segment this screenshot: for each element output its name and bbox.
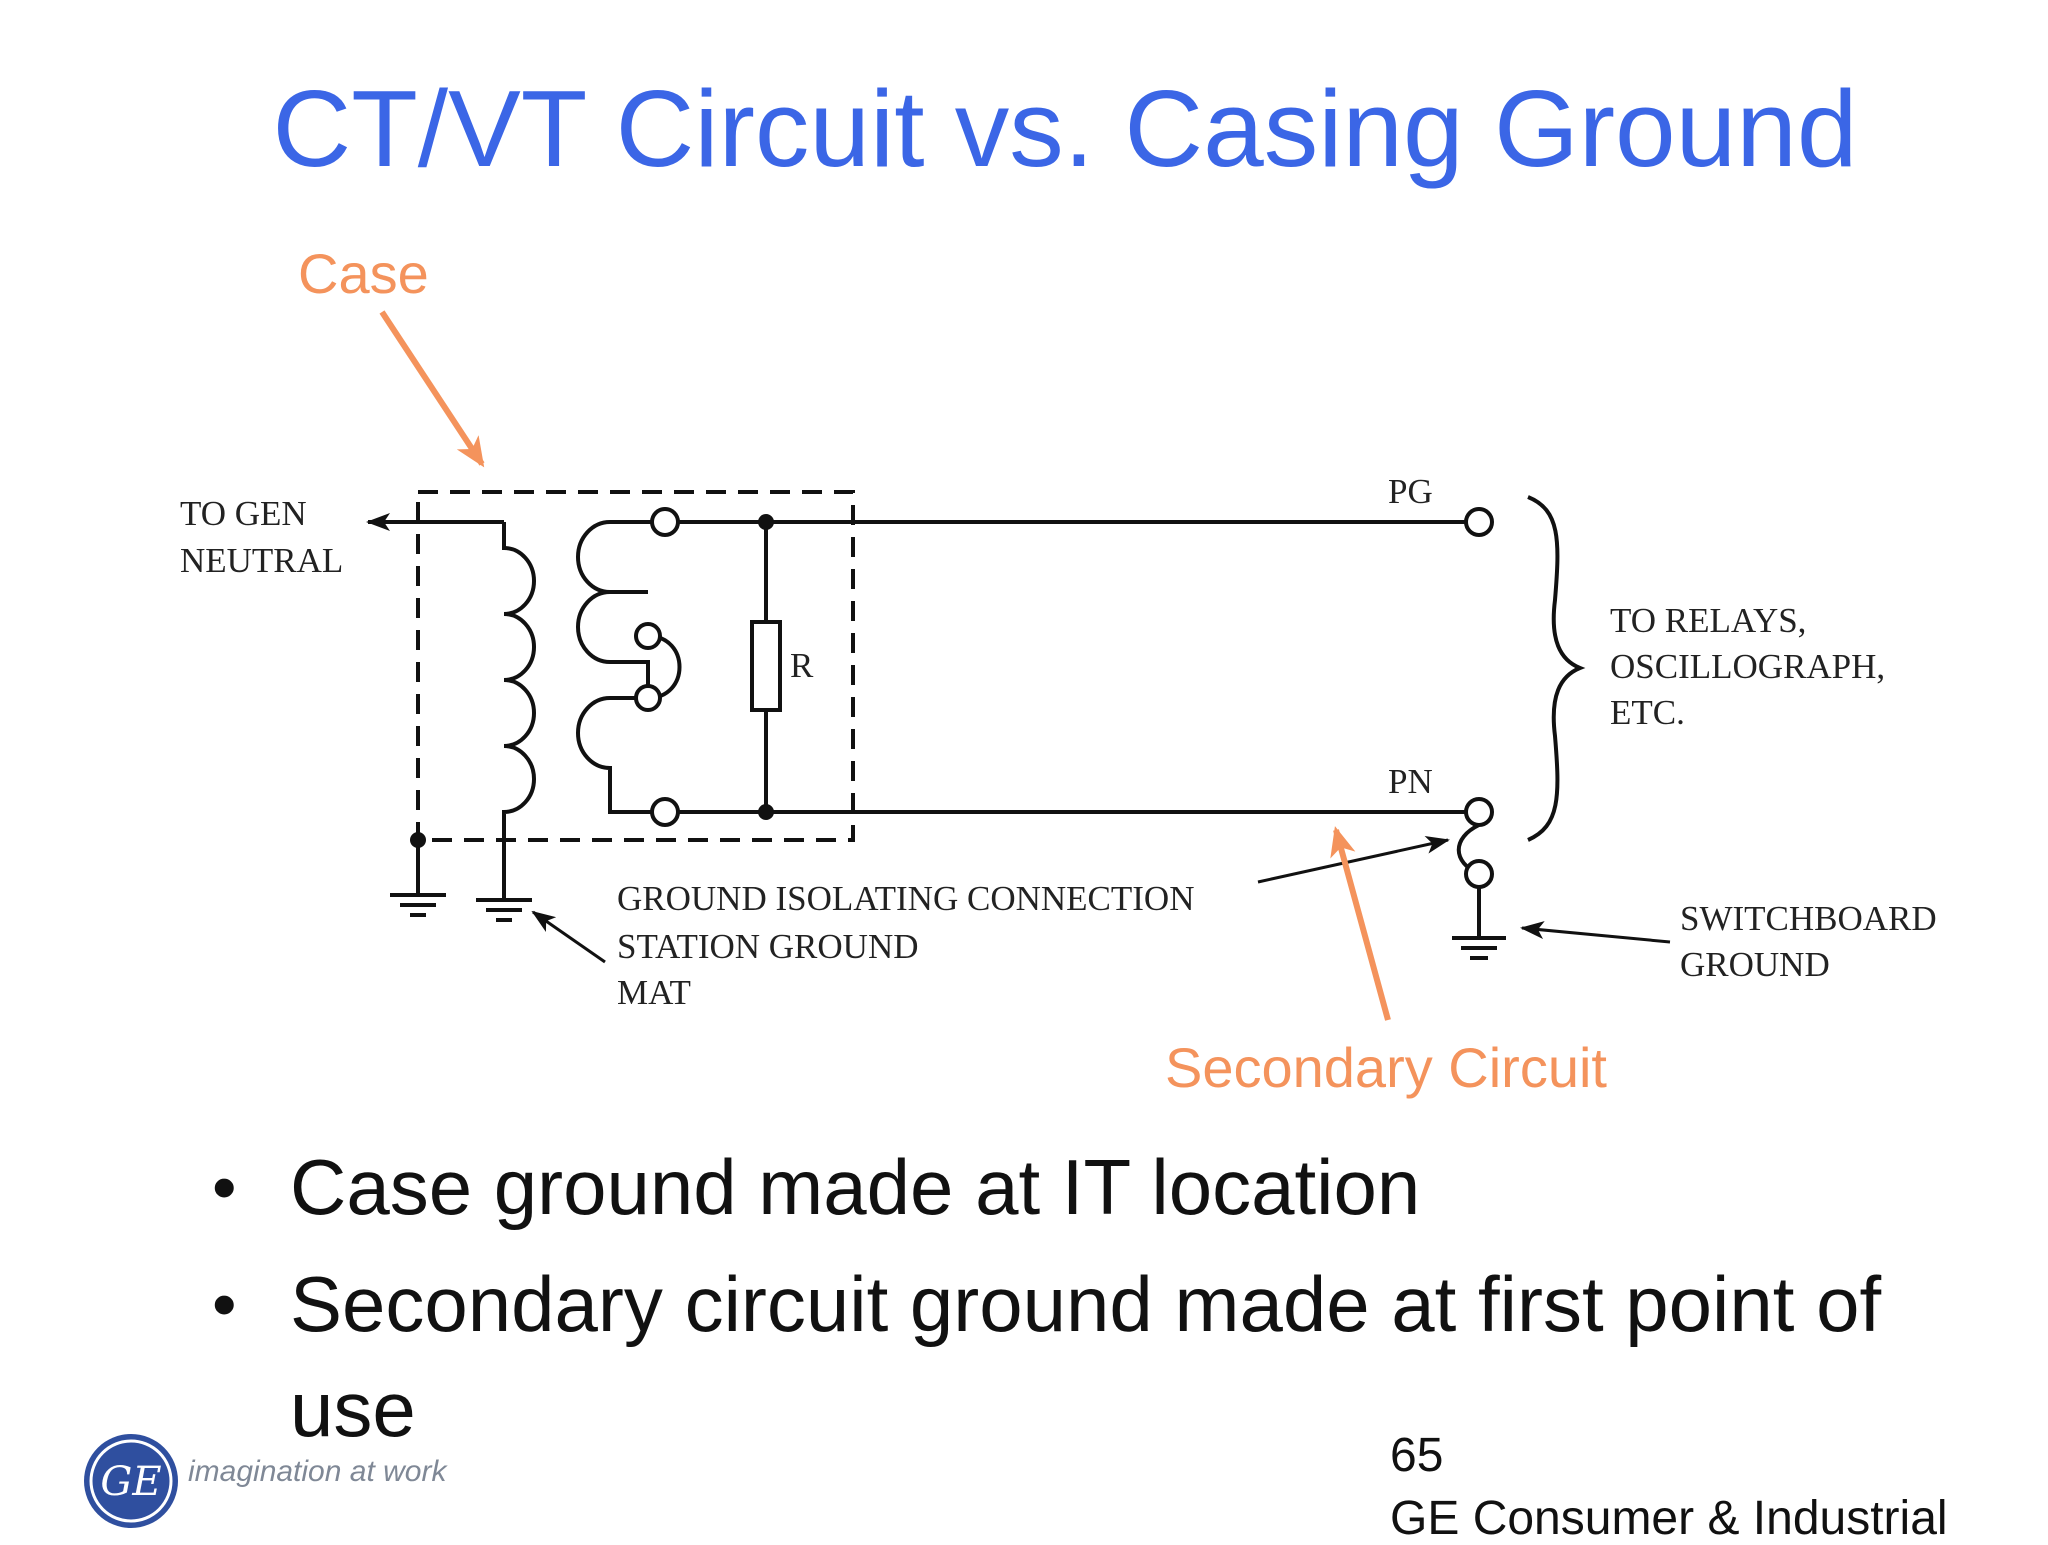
pg-label: PG: [1388, 472, 1433, 511]
ge-logo-mark: GE: [100, 1459, 161, 1505]
switchboard-ground-label-line1: SWITCHBOARD: [1680, 899, 1937, 938]
station-ground-label-line1: STATION GROUND: [617, 927, 919, 966]
station-ground-symbol: [476, 898, 532, 922]
bullet-dot-icon: •: [212, 1265, 237, 1343]
station-ground-pointer: [531, 910, 606, 964]
to-relays-label-line1: TO RELAYS,: [1610, 601, 1806, 640]
bullet-item: •Case ground made at IT location: [210, 1135, 1990, 1240]
switchboard-ground-label-line2: GROUND: [1680, 945, 1830, 984]
switchboard-ground-symbol: [1452, 936, 1506, 960]
case-ground-junction: [410, 832, 426, 848]
bullet-item: •Secondary circuit ground made at first …: [210, 1252, 1990, 1462]
primary-coil: [502, 522, 536, 900]
tap-terminal-upper: [634, 622, 662, 650]
case-ground-symbol: [390, 893, 446, 917]
case-callout-arrow: [379, 310, 485, 468]
footer-company: GE Consumer & Industrial: [1390, 1492, 1948, 1545]
secondary-circuit-callout-arrow: [1330, 826, 1391, 1021]
slide-number: 65: [1390, 1429, 1444, 1482]
secondary-circuit-callout-label: Secondary Circuit: [1165, 1036, 1607, 1099]
station-ground-label-line2: MAT: [617, 973, 691, 1012]
pn-terminal: [1464, 797, 1494, 827]
ground-isolating-pointer: [1257, 835, 1450, 884]
secondary-terminal-bottom: [650, 797, 680, 827]
logo-tagline: imagination at work: [188, 1455, 447, 1488]
to-relays-label-line3: ETC.: [1610, 693, 1685, 732]
case-dashed-boundary: [416, 490, 855, 842]
secondary-terminal-top: [650, 507, 680, 537]
relays-brace: [1527, 495, 1586, 842]
secondary-coil: [576, 520, 665, 594]
tap-terminal-lower: [634, 684, 662, 712]
slide-title: CT/VT Circuit vs. Casing Ground: [272, 68, 1858, 190]
to-gen-neutral-label-line2: NEUTRAL: [180, 541, 343, 580]
pg-terminal: [1464, 507, 1494, 537]
to-relays-label-line2: OSCILLOGRAPH,: [1610, 647, 1885, 686]
resistor-r: [750, 620, 782, 712]
ge-logo: GE: [84, 1434, 178, 1528]
ground-isolating-label: GROUND ISOLATING CONNECTION: [617, 879, 1194, 918]
bullet-dot-icon: •: [212, 1148, 237, 1226]
bullet-list: •Case ground made at IT location •Second…: [210, 1135, 1990, 1462]
to-gen-neutral-label-line1: TO GEN: [180, 494, 307, 533]
pn-label: PN: [1388, 762, 1433, 801]
resistor-label: R: [790, 646, 814, 685]
switchboard-ground-pointer: [1520, 921, 1671, 944]
case-callout-label: Case: [298, 242, 429, 305]
